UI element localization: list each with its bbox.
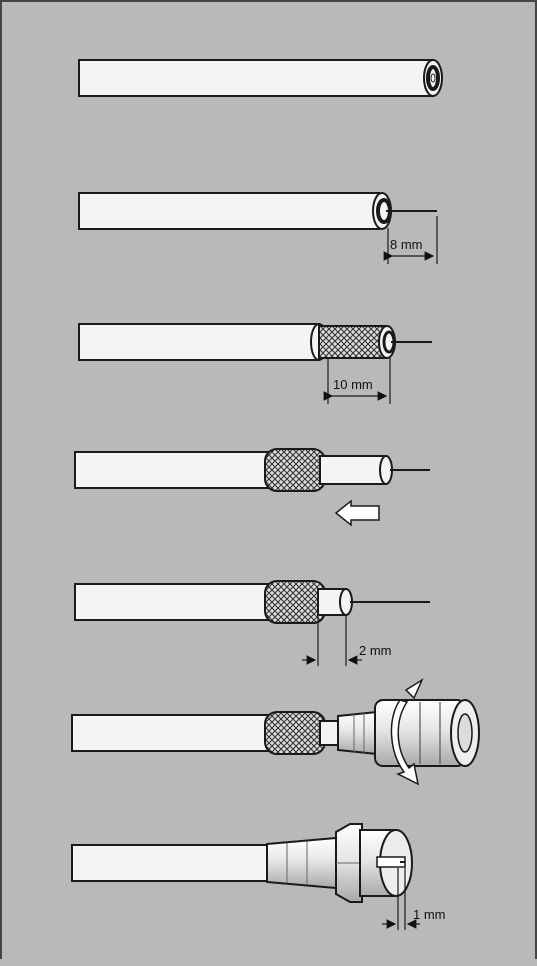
braid-shield [318,325,386,359]
step-3-strip-jacket: 10 mm [78,323,432,404]
dimension-label-2mm: 2 mm [359,643,392,658]
step-4-fold-braid [74,448,430,527]
step-2-expose-conductor: 8 mm [78,192,438,264]
step-6-screw-connector [71,678,480,786]
step-1-intact-cable [78,59,443,97]
crimp-sleeve [266,836,337,890]
arrow-left-icon [334,499,380,527]
folded-braid [264,448,326,492]
step-5-trim-dielectric: 2 mm [74,580,430,666]
step-7-finished-connector: 1 mm [71,823,446,930]
dimension-label-10mm: 10 mm [333,377,373,392]
dielectric [319,455,387,485]
rotate-arrow-icon [390,699,420,786]
dimension-label-8mm: 8 mm [390,237,423,252]
dimension-label-1mm: 1 mm [413,907,446,922]
connector-body [337,710,378,756]
